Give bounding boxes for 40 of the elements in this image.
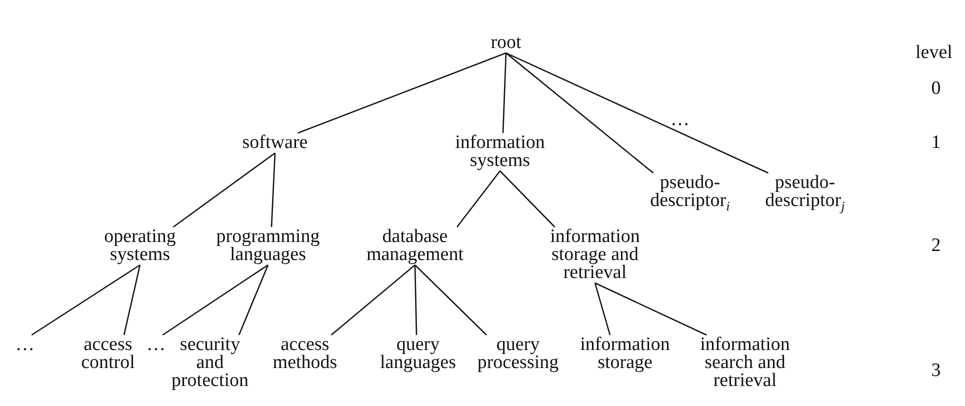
- ellipsis-label: …: [670, 111, 690, 129]
- category-label: …: [146, 336, 166, 354]
- tree-branch-line: [414, 264, 418, 336]
- category-label: information storage and retrieval: [538, 228, 652, 282]
- category-label: query languages: [373, 336, 463, 372]
- category-label: information storage: [578, 336, 672, 372]
- level-number: 2: [931, 237, 941, 255]
- category-label: root: [490, 34, 522, 52]
- level-heading: level: [916, 44, 952, 62]
- tree-branch-line: [500, 170, 556, 228]
- tree-branch-line: [298, 52, 506, 134]
- category-label: database management: [355, 228, 475, 264]
- tree-branch-line: [506, 52, 654, 174]
- tree-branch-line: [506, 52, 769, 174]
- category-label: pseudo-descriptor$_{i}$: [638, 174, 742, 210]
- category-label: …: [16, 336, 34, 354]
- tree-branch-line: [330, 264, 416, 336]
- level-number: 3: [931, 362, 941, 380]
- tree-branch-line: [502, 52, 507, 134]
- category-label: access control: [73, 336, 143, 372]
- tree-branch-line: [456, 170, 501, 228]
- tree-branch-line: [270, 152, 276, 228]
- category-label: programming languages: [210, 228, 326, 264]
- tree-branch-line: [123, 264, 141, 336]
- category-label: operating systems: [92, 228, 188, 264]
- tree-branch-line: [594, 282, 611, 336]
- category-label: information systems: [445, 134, 555, 170]
- tree-branch-line: [172, 152, 276, 228]
- tree-branch-line: [414, 264, 487, 336]
- tree-branch-line: [162, 264, 268, 336]
- category-label: query processing: [473, 336, 563, 372]
- level-number: 0: [931, 80, 941, 98]
- category-label: access methods: [268, 336, 342, 372]
- category-label: information search and retrieval: [690, 336, 800, 390]
- level-number: 1: [931, 134, 941, 152]
- category-label: security and protection: [165, 336, 255, 390]
- tree-branch-line: [238, 264, 269, 336]
- tree-branch-line: [594, 282, 707, 336]
- tree-branch-line: [31, 264, 140, 336]
- category-label: software: [242, 134, 308, 152]
